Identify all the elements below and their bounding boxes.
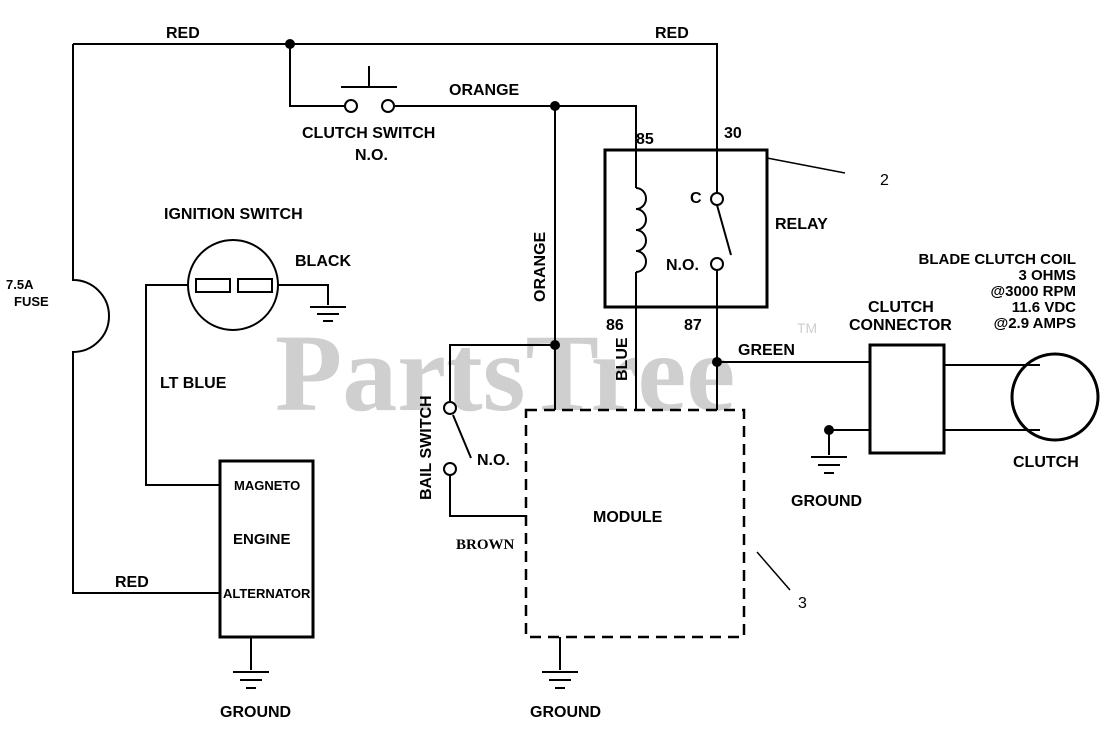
- clutch-coil-symbol: [1010, 352, 1100, 442]
- red-wire-label-bottom: RED: [115, 574, 149, 591]
- bail-switch-label: BAIL SWITCH: [418, 395, 435, 500]
- module-ground-label: GROUND: [530, 704, 601, 721]
- module-callout-line: [756, 551, 791, 591]
- relay-pin-86: 86: [606, 317, 624, 334]
- junction-dot: [285, 39, 295, 49]
- junction-dot: [824, 425, 834, 435]
- clutch-switch: [341, 66, 397, 113]
- engine-magneto-label: MAGNETO: [234, 478, 300, 493]
- clutch-label: CLUTCH: [1013, 454, 1079, 471]
- blade-clutch-coil-vdc: 11.6 VDC: [1012, 299, 1076, 316]
- clutch-connector-box: [868, 343, 946, 455]
- clutch-connector-line2: CONNECTOR: [849, 317, 952, 334]
- ground-symbol-module: [542, 671, 578, 689]
- ground-symbol-engine: [233, 671, 269, 689]
- lt-blue-wire: [145, 284, 220, 486]
- relay-no-terminal: [710, 257, 724, 271]
- junction-dot: [550, 101, 560, 111]
- junction-dot: [550, 340, 560, 350]
- fuse-label-line1: 7.5A: [6, 277, 34, 292]
- module-callout-number: 3: [798, 595, 807, 612]
- red-wire-label-left: RED: [166, 25, 200, 42]
- orange-wire-label-top: ORANGE: [449, 82, 520, 99]
- ignition-switch-label: IGNITION SWITCH: [164, 206, 303, 223]
- blade-clutch-coil-title: BLADE CLUTCH COIL: [919, 251, 1077, 268]
- bail-switch: [443, 401, 472, 476]
- bail-switch-no: N.O.: [477, 452, 510, 469]
- connector-ground-lead: [828, 429, 870, 455]
- engine-label: ENGINE: [233, 531, 291, 548]
- relay-callout-number: 2: [880, 172, 889, 189]
- relay-c-label: C: [690, 190, 702, 207]
- orange-wire-label-vertical: ORANGE: [532, 231, 549, 302]
- connector-ground-label: GROUND: [791, 493, 862, 510]
- relay-box: [603, 148, 769, 309]
- ground-symbol-black: [310, 306, 346, 322]
- relay-pin-85: 85: [636, 131, 654, 148]
- blade-clutch-coil-rpm: @3000 RPM: [991, 283, 1077, 300]
- lt-blue-wire-label: LT BLUE: [160, 375, 227, 392]
- orange-wire-top: [395, 105, 637, 148]
- relay-pin-30: 30: [724, 125, 742, 142]
- red-wire-left: [72, 44, 220, 594]
- fuse-label-line2: FUSE: [14, 294, 49, 309]
- blue-wire-label: BLUE: [614, 337, 631, 381]
- brown-wire: [449, 475, 526, 517]
- blade-clutch-coil-amps: @2.9 AMPS: [994, 315, 1076, 332]
- relay-coil: [635, 187, 647, 273]
- engine-ground-label: GROUND: [220, 704, 291, 721]
- clutch-switch-label: CLUTCH SWITCH: [302, 125, 435, 142]
- blade-clutch-coil-ohms: 3 OHMS: [1018, 267, 1076, 284]
- relay-contact-arm: [716, 204, 732, 256]
- engine-box: [218, 459, 315, 639]
- watermark-tm: TM: [797, 320, 817, 336]
- module-box: [524, 408, 746, 639]
- red-wire-label-right: RED: [655, 25, 689, 42]
- ignition-switch: [187, 239, 279, 331]
- clutch-switch-feed: [289, 44, 345, 107]
- clutch-switch-no: N.O.: [355, 147, 388, 164]
- black-wire: [278, 284, 329, 305]
- brown-wire-label: BROWN: [456, 537, 515, 553]
- engine-alternator-label: ALTERNATOR: [223, 586, 311, 601]
- relay-no-label: N.O.: [666, 257, 699, 274]
- bail-switch-feed: [449, 344, 555, 402]
- green-wire-label: GREEN: [738, 342, 795, 359]
- relay-label: RELAY: [775, 216, 828, 233]
- junction-dot: [712, 357, 722, 367]
- blade-clutch-coil-specs: BLADE CLUTCH COIL 3 OHMS @3000 RPM 11.6 …: [919, 251, 1077, 332]
- ground-symbol-connector: [811, 456, 847, 474]
- black-wire-label: BLACK: [295, 253, 351, 270]
- clutch-connector-line1: CLUTCH: [868, 299, 934, 316]
- watermark: PartsTree: [275, 312, 735, 434]
- module-label: MODULE: [593, 509, 663, 526]
- relay-common-terminal: [710, 192, 724, 206]
- relay-pin-87: 87: [684, 317, 702, 334]
- relay-callout-line: [766, 157, 846, 174]
